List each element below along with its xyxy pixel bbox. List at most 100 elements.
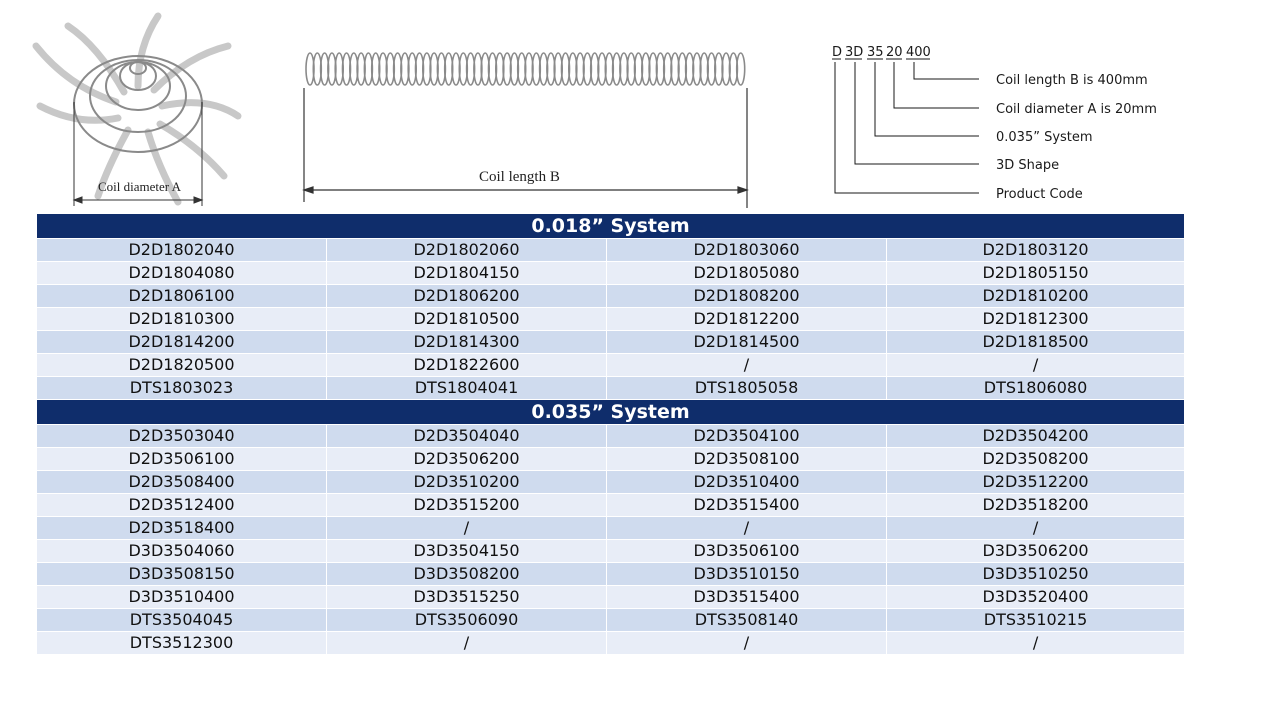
swirl-background [32, 12, 242, 206]
spiral-coil-illustration: Coil diameter A [32, 12, 242, 206]
product-code-cell: D2D1806100 [36, 284, 327, 308]
product-code-cell: D3D3510150 [606, 562, 887, 586]
leader-lines [834, 62, 979, 194]
product-code-diagram: D 3D 35 20 400 Coil length B is 400mm Co… [832, 45, 1157, 202]
product-code-cell: D2D3506200 [326, 447, 607, 471]
product-code-cell: DTS3512300 [36, 631, 327, 655]
product-code-cell: D2D1814300 [326, 330, 607, 354]
product-code-cell: D2D3510200 [326, 470, 607, 494]
product-code-cell: DTS3508140 [606, 608, 887, 632]
product-code-cell: D2D3506100 [36, 447, 327, 471]
product-code-cell: / [606, 516, 887, 540]
section-title: 0.035” System [35, 399, 1186, 425]
product-code-cell: D2D1805150 [885, 261, 1186, 285]
explanation-system: 0.035” System [996, 130, 1093, 145]
code-part-system: 35 [867, 45, 884, 60]
table-row: DTS3512300/// [36, 631, 1186, 655]
product-code-cell: D2D1802040 [36, 238, 327, 262]
section-title: 0.018” System [35, 213, 1186, 239]
product-code-cell: D2D1804150 [326, 261, 607, 285]
product-code-cell: D2D1820500 [36, 353, 327, 377]
product-code-cell: D2D1822600 [326, 353, 607, 377]
product-code-cell: D3D3510250 [885, 562, 1186, 586]
coil-loop [735, 52, 746, 86]
explanation-coil-diameter: Coil diameter A is 20mm [996, 102, 1157, 117]
product-code-cell: D2D3512200 [885, 470, 1186, 494]
product-code-cell: D2D1810500 [326, 307, 607, 331]
coil-length-label: Coil length B [479, 169, 560, 185]
product-code-cell: D2D3508100 [606, 447, 887, 471]
product-code-cell: D2D3504100 [606, 424, 887, 448]
product-code-cell: / [326, 631, 607, 655]
code-parts: D 3D 35 20 400 [832, 45, 931, 60]
product-code-cell: D2D3508400 [36, 470, 327, 494]
product-code-cell: D2D1812200 [606, 307, 887, 331]
product-code-cell: / [326, 516, 607, 540]
product-code-cell: DTS1803023 [36, 376, 327, 400]
product-code-cell: D3D3508200 [326, 562, 607, 586]
product-code-cell: D3D3506100 [606, 539, 887, 563]
product-code-cell: D2D3508200 [885, 447, 1186, 471]
product-code-cell: D2D3512400 [36, 493, 327, 517]
product-code-cell: D3D3508150 [36, 562, 327, 586]
product-code-cell: D2D1806200 [326, 284, 607, 308]
product-code-cell: D2D3518200 [885, 493, 1186, 517]
product-code-cell: / [606, 631, 887, 655]
product-code-cell: D2D1803060 [606, 238, 887, 262]
product-code-cell: DTS1804041 [326, 376, 607, 400]
code-part-product: D [832, 45, 842, 60]
product-code-cell: DTS3506090 [326, 608, 607, 632]
product-code-cell: D2D1805080 [606, 261, 887, 285]
product-code-cell: D3D3504150 [326, 539, 607, 563]
product-code-cell: D2D1812300 [885, 307, 1186, 331]
product-code-cell: D2D3515400 [606, 493, 887, 517]
product-code-cell: D2D1810200 [885, 284, 1186, 308]
coil-length-illustration: Coil length B [302, 52, 749, 208]
product-code-cell: D3D3515250 [326, 585, 607, 609]
product-code-cell: D2D1810300 [36, 307, 327, 331]
product-code-cell: D2D1802060 [326, 238, 607, 262]
explanation-coil-length: Coil length B is 400mm [996, 73, 1148, 88]
code-part-length: 400 [906, 45, 931, 60]
product-code-cell: D2D1814500 [606, 330, 887, 354]
product-code-cell: / [885, 353, 1186, 377]
product-code-cell: D3D3515400 [606, 585, 887, 609]
product-code-cell: DTS1806080 [885, 376, 1186, 400]
diameter-dimension [72, 102, 204, 206]
product-code-cell: DTS3510215 [885, 608, 1186, 632]
product-code-cell: D2D1804080 [36, 261, 327, 285]
explanation-shape: 3D Shape [996, 158, 1059, 173]
product-code-cell: D3D3520400 [885, 585, 1186, 609]
table-row: D2D3518400/// [36, 516, 1186, 540]
product-code-cell: D3D3510400 [36, 585, 327, 609]
product-code-cell: DTS3504045 [36, 608, 327, 632]
code-part-shape: 3D [845, 45, 863, 60]
product-code-cell: D2D3510400 [606, 470, 887, 494]
explanation-product-code: Product Code [996, 187, 1083, 202]
product-code-cell: D2D1803120 [885, 238, 1186, 262]
product-code-cell: D2D3503040 [36, 424, 327, 448]
product-code-cell: D3D3506200 [885, 539, 1186, 563]
product-code-cell: DTS1805058 [606, 376, 887, 400]
code-part-diameter: 20 [886, 45, 903, 60]
product-code-cell: D2D3518400 [36, 516, 327, 540]
product-code-cell: D2D3515200 [326, 493, 607, 517]
product-code-cell: / [885, 631, 1186, 655]
product-code-cell: / [606, 353, 887, 377]
section-header-row: 0.018” System [35, 213, 1186, 239]
product-code-cell: D2D1808200 [606, 284, 887, 308]
product-code-cell: D2D3504040 [326, 424, 607, 448]
